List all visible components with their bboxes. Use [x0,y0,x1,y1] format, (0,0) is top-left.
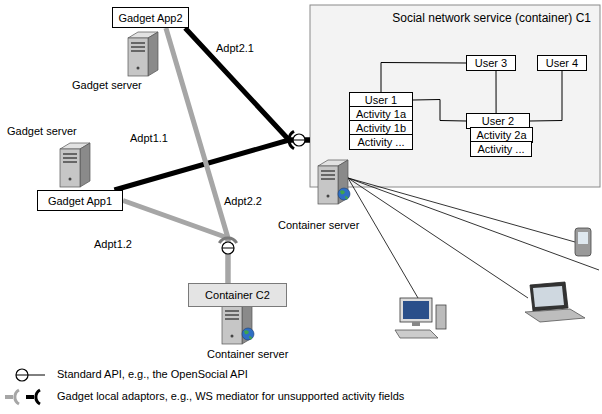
container-box: Social network service (container) C1 Use… [310,5,600,187]
server-label: Container server [205,348,290,360]
node-text: User 4 [546,57,578,69]
user-box: User 3 [466,55,516,71]
server-label-text: Gadget server [70,79,144,91]
server-label-text: Container server [205,348,290,360]
node-text: Activity 1a [356,108,406,120]
api-interface [293,134,305,146]
node-text: Activity ... [357,136,404,148]
adaptor-label-text: Adpt2.1 [214,42,256,54]
adaptor-label: Adpt2.2 [222,195,264,207]
container-ground [310,5,600,187]
node-text: User 3 [475,57,507,69]
connector [413,100,466,122]
connector [381,63,466,93]
pda-icon [575,228,591,256]
node-text: User 2 [482,115,514,127]
adaptor-label-text: Adpt1.2 [92,238,134,250]
activity-box: Activity ... [470,141,532,157]
node-text: Activity 2a [476,129,526,141]
desktop-icon [395,298,446,338]
api-interface [293,140,305,141]
globe-icon [242,328,254,340]
legend-entry: Standard API, e.g., the OpenSocial API [55,368,250,380]
api-interface [222,242,234,254]
server-label: Container server [276,219,361,231]
node-text: User 1 [365,94,397,106]
adaptor-label-text: Adpt2.2 [222,195,264,207]
user-box: User 4 [537,55,587,71]
node-text: Gadget App2 [118,12,182,24]
connector [166,28,228,283]
connector [185,28,310,140]
node-text: Social network service (container) C1 [392,11,591,25]
server-label: Gadget server [5,125,79,137]
node-text: Container C2 [205,289,270,301]
server-label-text: Gadget server [5,125,79,137]
server-icon [128,32,158,76]
container-box: Container C2 [188,283,287,307]
gadget-app-box: Gadget App1 [37,190,123,211]
node-text: Activity 1b [356,122,406,134]
globe-icon [338,188,350,200]
gadget-app-box: Gadget App2 [112,7,189,28]
api-interface [222,248,234,249]
activity-box: Activity ... [349,134,413,150]
legend-symbol [5,390,40,404]
node-text: Activity ... [477,143,524,155]
laptop-icon [525,282,585,322]
connector [530,71,562,121]
legend-symbol [16,369,45,381]
adaptor-label: Adpt2.1 [214,42,256,54]
node-text: Gadget App1 [48,195,112,207]
legend-text: Standard API, e.g., the OpenSocial API [55,368,250,380]
server-icon [60,143,90,187]
adaptor-label: Adpt1.2 [92,238,134,250]
server-label-text: Container server [276,219,361,231]
connector [496,71,497,113]
connector [123,201,228,284]
adaptor-label-text: Adpt1.1 [128,132,170,144]
adaptor-label: Adpt1.1 [128,132,170,144]
legend-text: Gadget local adaptors, e.g., WS mediator… [55,390,406,402]
legend-entry: Gadget local adaptors, e.g., WS mediator… [55,390,406,402]
network-wires [348,178,599,298]
server-label: Gadget server [70,79,144,91]
